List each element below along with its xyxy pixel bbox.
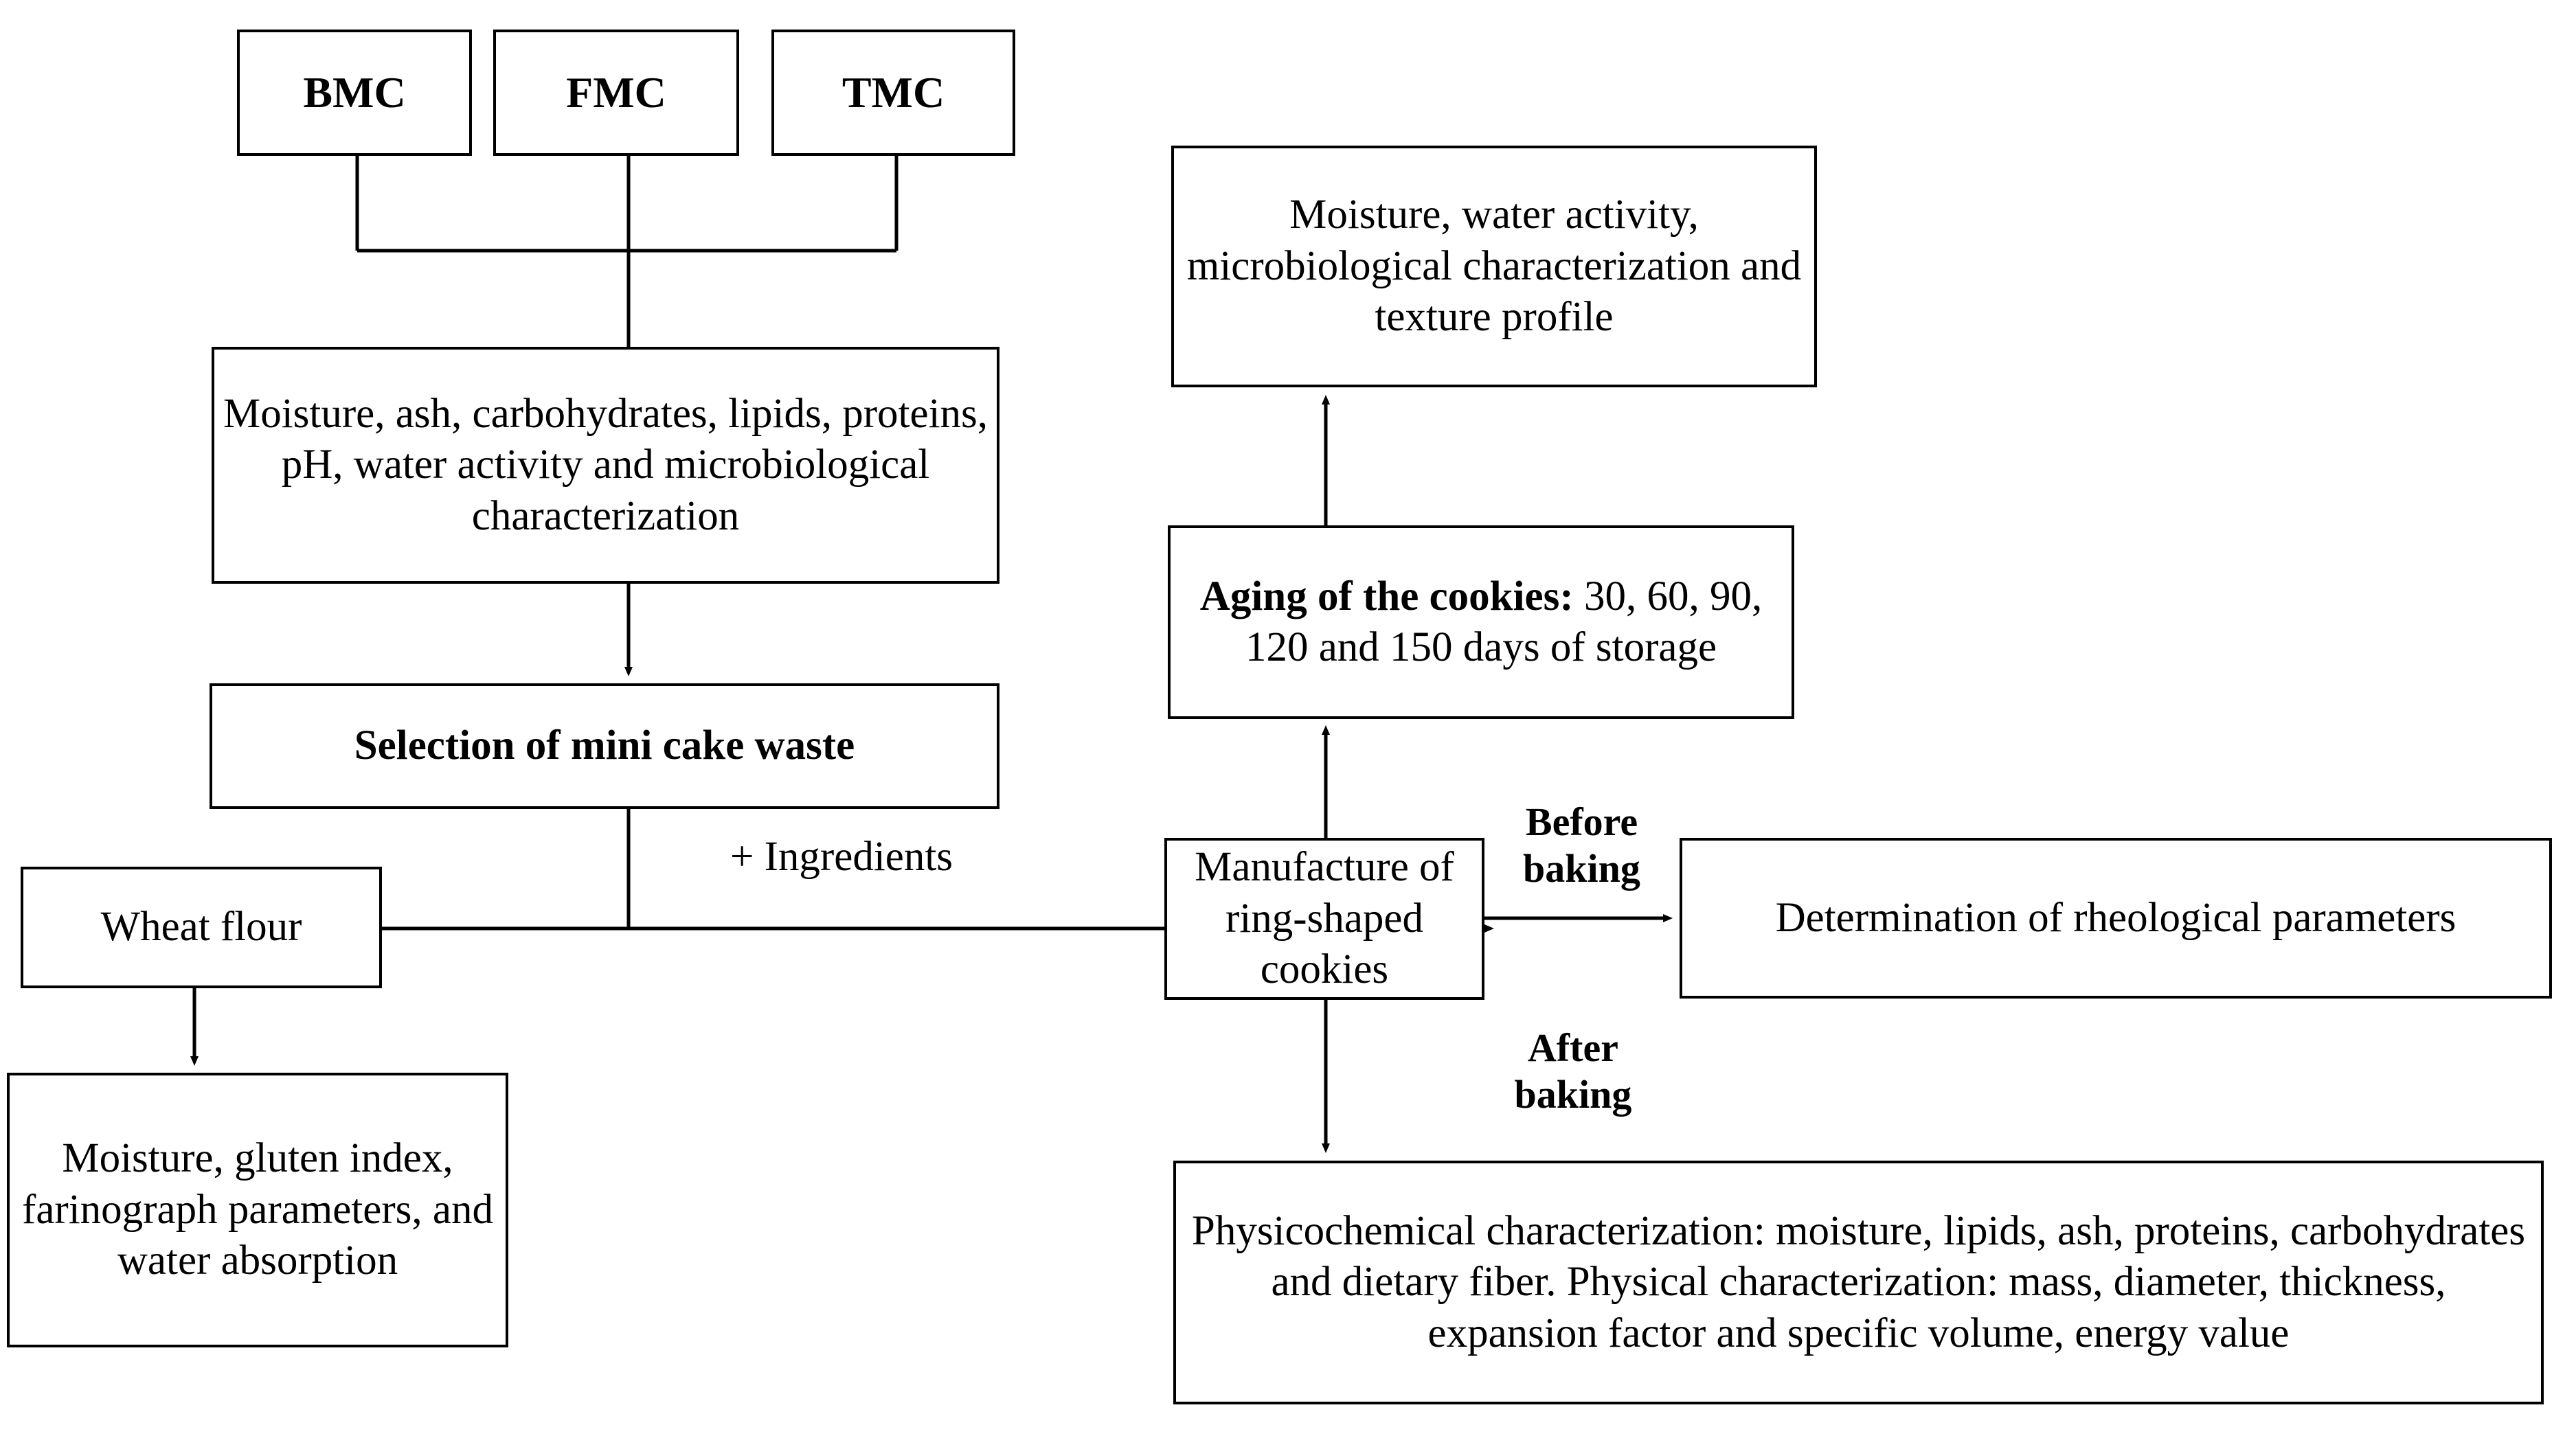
node-flour-characterization-label: Moisture, gluten index, farinograph para… (22, 1135, 493, 1284)
node-fmc-label: FMC (566, 67, 666, 117)
node-aging-text: Aging of the cookies: 30, 60, 90, 120 an… (1171, 571, 1792, 674)
node-tmc: TMC (771, 30, 1015, 156)
edge-label-after-baking: After baking (1480, 1025, 1666, 1119)
node-flour-characterization: Moisture, gluten index, farinograph para… (7, 1073, 508, 1347)
node-raw-characterization: Moisture, ash, carbohydrates, lipids, pr… (212, 347, 999, 584)
node-aging-label-rest: 30, 60, 90, 120 and 150 days of storage (1245, 573, 1763, 670)
edge-label-before-baking-line2: baking (1523, 846, 1640, 891)
node-wheat-flour-label: Wheat flour (100, 904, 302, 950)
node-physicochemical-label: Physicochemical characterization: moistu… (1191, 1207, 2526, 1356)
node-selection-label: Selection of mini cake waste (354, 722, 855, 769)
node-storage-characterization: Moisture, water activity, microbiologica… (1171, 146, 1817, 387)
node-bmc: BMC (237, 30, 472, 156)
node-bmc-label: BMC (303, 67, 406, 117)
node-wheat-flour: Wheat flour (21, 867, 382, 988)
node-aging: Aging of the cookies: 30, 60, 90, 120 an… (1168, 525, 1794, 719)
node-aging-label-bold: Aging of the cookies: (1199, 573, 1574, 619)
node-fmc: FMC (493, 30, 739, 156)
edge-label-before-baking-line1: Before (1525, 799, 1638, 844)
node-rheology: Determination of rheological parameters (1680, 838, 2552, 999)
node-tmc-label: TMC (841, 67, 945, 117)
edge-label-after-baking-line1: After (1527, 1025, 1618, 1070)
edge-label-ingredients: + Ingredients (730, 834, 953, 880)
node-manufacture-label: Manufacture of ring-shaped cookies (1195, 844, 1454, 993)
node-selection: Selection of mini cake waste (210, 683, 999, 809)
node-manufacture: Manufacture of ring-shaped cookies (1164, 838, 1484, 1000)
edge-label-after-baking-line2: baking (1514, 1072, 1632, 1117)
node-storage-characterization-label: Moisture, water activity, microbiologica… (1186, 192, 1802, 341)
node-rheology-label: Determination of rheological parameters (1775, 894, 2456, 941)
node-physicochemical: Physicochemical characterization: moistu… (1173, 1161, 2544, 1404)
node-raw-characterization-label: Moisture, ash, carbohydrates, lipids, pr… (223, 390, 988, 539)
edge-label-before-baking: Before baking (1484, 799, 1680, 893)
